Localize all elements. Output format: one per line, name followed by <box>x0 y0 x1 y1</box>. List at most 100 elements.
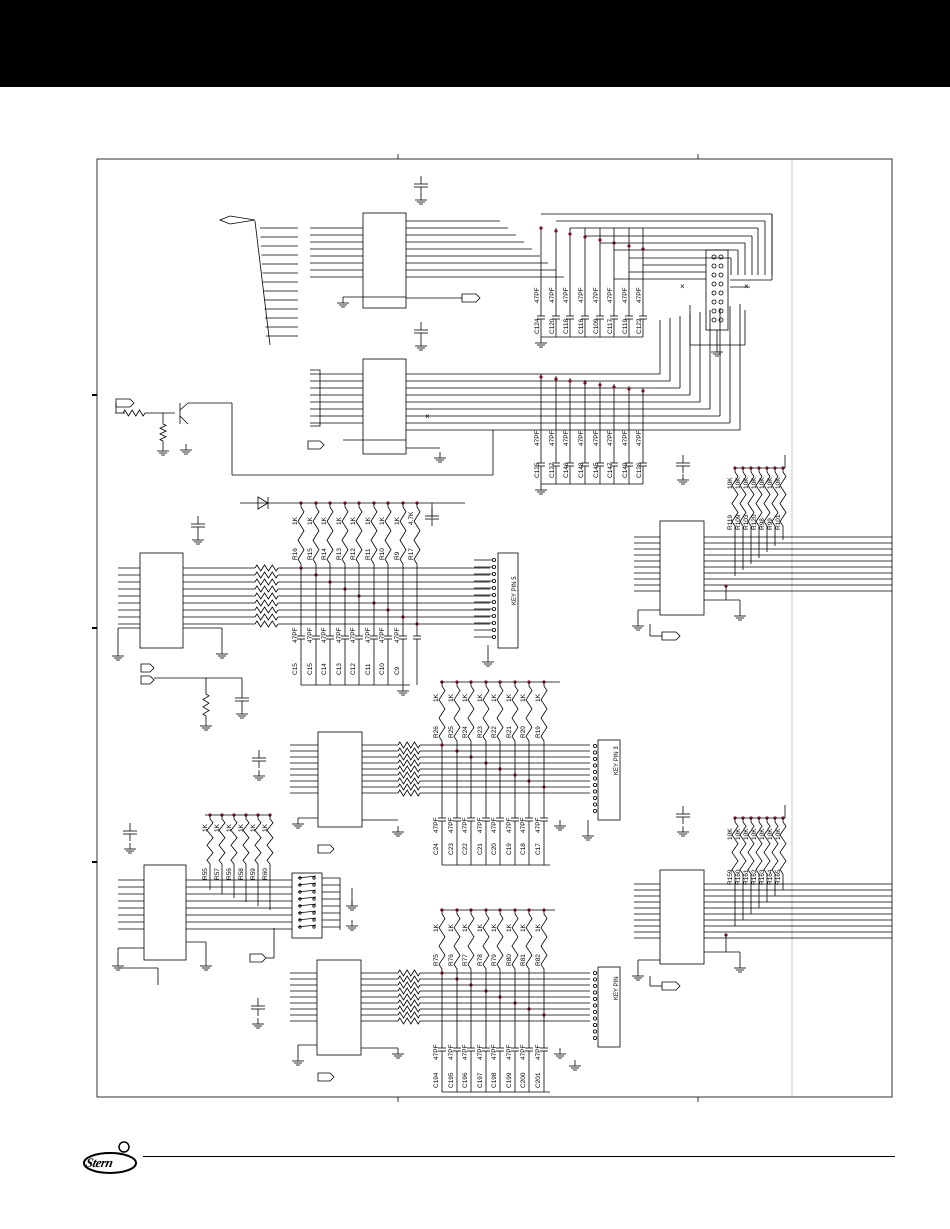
resistor-value: 1K <box>520 923 527 932</box>
connector-j <box>705 249 729 331</box>
resistor-value: 1K <box>379 516 386 525</box>
pin-icon <box>491 558 496 563</box>
resistor-icon <box>397 987 421 995</box>
resistor-label: R20 <box>520 726 527 738</box>
pin-icon <box>312 876 316 880</box>
key-pin-5-connector <box>497 552 519 649</box>
capacitor-value: 47PF <box>491 1044 498 1060</box>
pin-icon <box>593 990 598 995</box>
junction-dot <box>554 377 558 381</box>
dip-switch <box>291 872 323 939</box>
pin-icon <box>718 254 724 260</box>
capacitor-value: 47PF <box>578 430 585 446</box>
resistor-icon <box>341 503 349 568</box>
capacitor-label: C127 <box>549 462 556 478</box>
resistor-icon <box>747 468 755 530</box>
ic-chip <box>659 869 705 965</box>
pin-icon <box>593 1003 598 1008</box>
resistor-icon <box>397 783 421 791</box>
pin-icon <box>491 600 496 605</box>
capacitor-label: C9 <box>394 666 401 675</box>
resistor-icon <box>230 815 238 868</box>
resistor-icon <box>397 999 421 1007</box>
pin-icon <box>593 977 598 982</box>
capacitor-label: C201 <box>535 1072 542 1088</box>
pin-icon <box>298 876 302 880</box>
resistor-label: R161 <box>743 869 750 885</box>
resistor-label: R101 <box>775 514 782 530</box>
resistor-icon <box>739 468 747 530</box>
capacitor-value: 47PF <box>350 627 357 643</box>
pin-icon <box>718 317 724 323</box>
x-mark: × <box>680 282 685 291</box>
capacitor-label: C116 <box>578 319 585 334</box>
pin-icon <box>312 911 316 915</box>
resistor-icon <box>397 777 421 785</box>
resistor-icon <box>218 815 226 868</box>
logo-text: Stern <box>84 1155 115 1170</box>
resistor-icon <box>399 503 407 568</box>
resistor-label: R99 <box>767 518 774 530</box>
resistor-value: 1K <box>462 693 469 702</box>
capacitor-value: 47PF <box>563 430 570 446</box>
capacitor-label: C149 <box>622 462 629 478</box>
capacitor-label: C19 <box>506 843 513 855</box>
connector-icon <box>140 663 155 673</box>
resistor-icon <box>254 578 279 586</box>
resistor-value: 1K <box>520 693 527 702</box>
resistor-value: 1K <box>433 693 440 702</box>
resistor-icon <box>397 789 421 797</box>
pin-icon <box>593 802 598 807</box>
connector-icon <box>661 981 681 991</box>
connector-icon <box>317 1072 335 1082</box>
pin-icon <box>718 299 724 305</box>
capacitor-label: C198 <box>491 1072 498 1088</box>
pin-icon <box>711 308 717 314</box>
pin-icon <box>491 635 496 640</box>
resistor-icon <box>525 910 533 973</box>
capacitor-label: C197 <box>477 1072 484 1088</box>
resistor-value: 1K <box>448 923 455 932</box>
capacitor-value: 47PF <box>535 1044 542 1060</box>
capacitor-label: C12 <box>350 663 357 675</box>
resistor-value: 1K <box>506 693 513 702</box>
capacitor-label: C10 <box>379 663 386 675</box>
capacitor-value: 47PF <box>462 817 469 833</box>
junction-dot <box>627 387 631 391</box>
capacitor-value: 47PF <box>394 627 401 643</box>
pin-icon <box>593 971 598 976</box>
resistor-icon <box>254 815 262 868</box>
capacitor-label: C120 <box>549 318 556 334</box>
junction-dot <box>539 226 543 230</box>
pin-icon <box>298 904 302 908</box>
capacitor-label: C118 <box>563 319 570 334</box>
resistor-value: 1K <box>292 516 299 525</box>
resistor-icon <box>467 910 475 973</box>
pin-icon <box>593 744 598 749</box>
resistor-icon <box>202 690 210 720</box>
resistor-icon <box>540 910 548 973</box>
capacitor-value: 47PF <box>462 1044 469 1060</box>
capacitor-value: 47PF <box>448 1044 455 1060</box>
pin-icon <box>593 1036 598 1041</box>
pin-icon <box>593 796 598 801</box>
resistor-label: R98 <box>759 518 766 530</box>
resistor-icon <box>771 818 779 878</box>
resistor-label: R12 <box>350 548 357 560</box>
resistor-icon <box>438 910 446 973</box>
resistor-icon <box>397 1005 421 1013</box>
capacitor-label: C15 <box>292 663 299 675</box>
resistor-label: R79 <box>491 954 498 966</box>
resistor-icon <box>511 910 519 973</box>
ic-chip <box>362 358 407 455</box>
resistor-label: R163 <box>759 869 766 885</box>
resistor-label: R17 <box>408 548 415 560</box>
resistor-label: R24 <box>462 726 469 738</box>
resistor-value: 1K <box>477 693 484 702</box>
pin-icon <box>718 281 724 287</box>
junction-dot <box>568 379 572 383</box>
junction-dot <box>598 238 602 242</box>
ic-chip <box>317 731 363 828</box>
capacitor-value: 47PF <box>636 430 643 446</box>
pin-icon <box>593 984 598 989</box>
